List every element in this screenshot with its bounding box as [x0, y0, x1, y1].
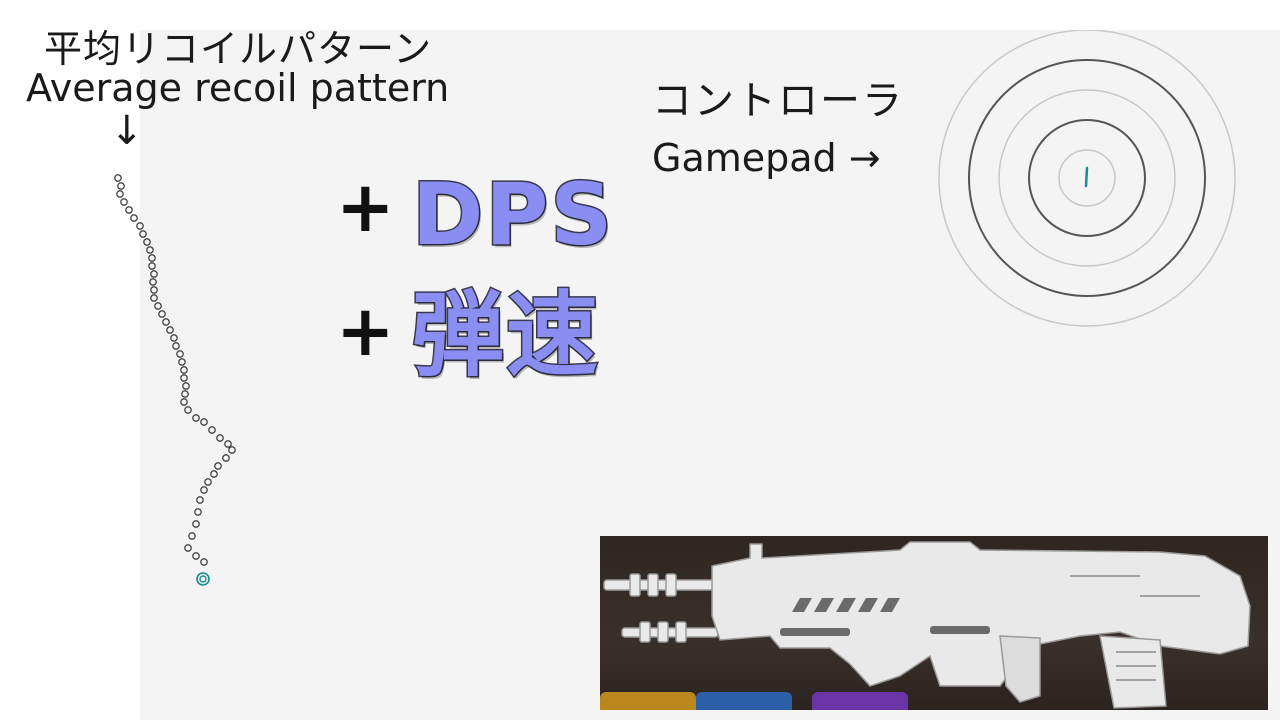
dps-label: DPS [410, 165, 615, 265]
recoil-pattern-plot [114, 174, 236, 586]
recoil-dot [114, 174, 122, 182]
recoil-dot [162, 318, 170, 326]
recoil-dot [216, 434, 224, 442]
recoil-dot [192, 520, 200, 528]
recoil-dot [214, 462, 222, 470]
recoil-dot [224, 440, 232, 448]
recoil-origin-marker [196, 572, 210, 586]
recoil-dot [180, 398, 188, 406]
recoil-dot [149, 278, 157, 286]
recoil-dot [176, 350, 184, 358]
recoil-dot [188, 532, 196, 540]
recoil-dot [196, 496, 204, 504]
recoil-dot [120, 198, 128, 206]
recoil-title-japanese: 平均リコイルパターン [44, 27, 433, 71]
ring-4 [1028, 119, 1146, 237]
slot-tab-gold[interactable] [600, 692, 696, 710]
recoil-dot [184, 406, 192, 414]
recoil-dot [116, 190, 124, 198]
gamepad-label: Gamepad → [652, 136, 881, 180]
ring-3 [998, 89, 1176, 267]
controller-title-japanese: コントローラ [652, 78, 904, 124]
recoil-dot [194, 508, 202, 516]
recoil-dot [148, 254, 156, 262]
recoil-dot [182, 382, 190, 390]
recoil-dot [204, 478, 212, 486]
ring-2 [968, 59, 1206, 297]
recoil-dot [200, 558, 208, 566]
recoil-dot [125, 206, 133, 214]
recoil-dot [200, 418, 208, 426]
recoil-dot [150, 270, 158, 278]
recoil-dot [117, 182, 125, 190]
recoil-dot [192, 414, 200, 422]
recoil-dot [166, 326, 174, 334]
recoil-dot [154, 302, 162, 310]
outer-ring [938, 30, 1236, 327]
recoil-dot [178, 358, 186, 366]
recoil-dot [146, 246, 154, 254]
inner-ring [1058, 149, 1116, 207]
recoil-dot [184, 544, 192, 552]
recoil-dot [200, 486, 208, 494]
recoil-dot [228, 446, 236, 454]
concentric-rings-icon [938, 30, 1236, 327]
plus-sign: + [336, 290, 395, 372]
rifle-silhouette-icon [603, 541, 1251, 709]
recoil-dot [150, 286, 158, 294]
recoil-dot [181, 390, 189, 398]
bullet-velocity-label: 弾速 [410, 282, 601, 389]
slot-tab-blue[interactable] [696, 692, 792, 710]
recoil-dot [139, 230, 147, 238]
recoil-dot [210, 470, 218, 478]
recoil-dot [192, 552, 200, 560]
recoil-dot [143, 238, 151, 246]
recoil-dot [150, 294, 158, 302]
recoil-dot [172, 342, 180, 350]
recoil-dot [158, 310, 166, 318]
recoil-dot [208, 426, 216, 434]
plus-sign: + [336, 166, 395, 248]
recoil-dot [180, 366, 188, 374]
down-arrow-icon: ↓ [110, 108, 144, 154]
recoil-dot [180, 374, 188, 382]
recoil-dot [148, 262, 156, 270]
recoil-dot [136, 222, 144, 230]
weapon-panel [600, 536, 1268, 710]
stick-position-marker [1084, 166, 1089, 188]
recoil-dot [222, 454, 230, 462]
recoil-title-english: Average recoil pattern [26, 66, 450, 110]
slot-tab-purple[interactable] [812, 692, 908, 710]
recoil-dot [130, 214, 138, 222]
recoil-dot [170, 334, 178, 342]
